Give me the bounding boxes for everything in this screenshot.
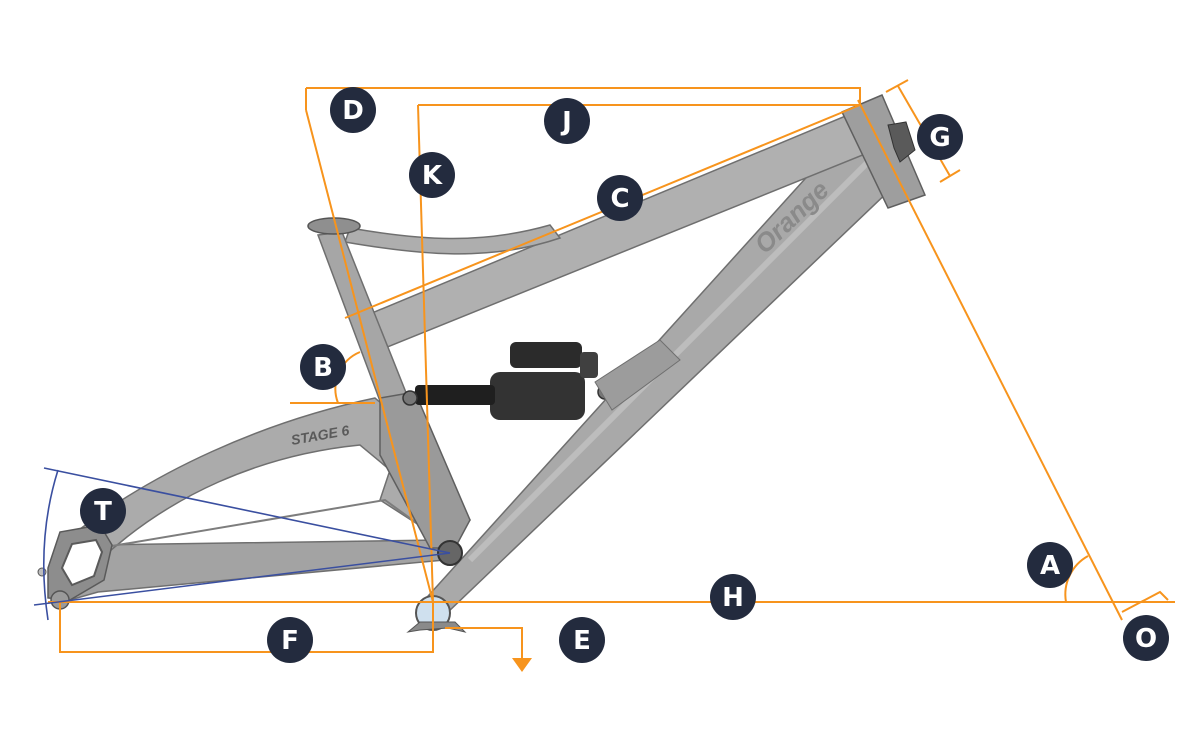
main-pivot-plate [379,391,471,549]
shock-front-eye [402,390,418,406]
shock-reservoir [510,342,582,368]
badge-k: K [409,152,455,198]
badge-circle [544,98,590,144]
badge-label: A [1040,551,1060,581]
badge-circle [80,488,126,534]
shock-body [490,372,585,420]
dim-line-steering-axis [857,99,1123,621]
badge-label: H [722,583,744,613]
badge-c: C [597,175,643,221]
dim-line-G-tick-bot [939,169,961,183]
badge-label: C [610,184,629,214]
badge-label: J [560,107,572,137]
badge-d: D [330,87,376,133]
chainstay [69,539,446,602]
shock-shaft [415,385,495,405]
badge-label: K [422,161,443,191]
shock-mount [594,339,681,411]
bike-frame: Orange STAGE 6 [37,94,927,633]
badge-label: B [313,353,333,383]
dim-arrow-E [512,658,532,672]
badge-circle [917,114,963,160]
badge-circle [1027,542,1073,588]
badge-a: A [1027,542,1073,588]
badge-e: E [559,617,605,663]
head-badge [887,121,916,163]
dim-line-F [59,602,434,653]
rear-dropout-window [60,538,104,587]
badge-circle [330,87,376,133]
dropout-bolt [37,567,47,577]
badge-label: O [1135,624,1157,654]
shock-lever [580,352,598,378]
radius-line-upper [43,467,451,554]
badge-circle [409,152,455,198]
badge-o: O [1123,615,1169,661]
badge-t: T [80,488,126,534]
badge-h: H [710,574,756,620]
dimension-lines [48,79,1175,672]
badge-label: F [281,626,299,656]
badge-circle [559,617,605,663]
badges: A B C D E F G H J K O T [80,87,1169,663]
radius-line-lower [33,552,451,606]
badge-g: G [917,114,963,160]
dim-line-D-diag [305,109,434,603]
badge-j: J [544,98,590,144]
top-tube-brace [343,224,562,255]
badge-circle [300,344,346,390]
rear-shock [402,342,613,420]
dim-line-E [445,627,523,660]
dim-line-D [306,87,861,105]
radius-arc [42,469,59,621]
badge-b: B [300,344,346,390]
badge-label: D [342,96,364,126]
badge-circle [710,574,756,620]
badge-circle [597,175,643,221]
badge-circle [1123,615,1169,661]
badge-f: F [267,617,313,663]
dim-line-G-tick-top [885,79,909,93]
dim-line-O [1121,590,1169,613]
badge-label: E [573,626,591,656]
badge-label: T [94,497,112,527]
badge-circle [267,617,313,663]
rear-axle-radius [33,467,451,621]
badge-label: G [929,123,950,153]
bb-mount [406,621,467,633]
